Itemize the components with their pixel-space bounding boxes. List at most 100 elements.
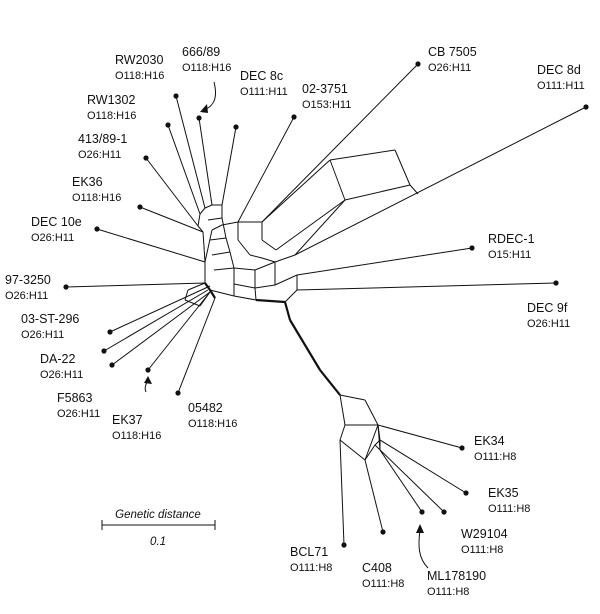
network-internal-edge bbox=[409, 184, 419, 195]
network-internal-edge bbox=[364, 424, 379, 461]
taxon-serotype-rw2030: O118:H16 bbox=[115, 70, 164, 82]
network-internal-edge bbox=[237, 239, 251, 256]
label-arrows bbox=[144, 81, 429, 569]
taxon-name-dec8d: DEC 8d bbox=[537, 63, 581, 77]
network-bold-edge bbox=[319, 369, 341, 396]
tip-node-ek36 bbox=[137, 204, 143, 210]
network-bold-edge bbox=[289, 319, 321, 371]
terminal-edge-c408 bbox=[364, 459, 384, 533]
network-internal-edge bbox=[213, 267, 235, 271]
network-internal-edge bbox=[207, 217, 223, 221]
terminal-edge-dec9f bbox=[296, 282, 557, 291]
terminal-edge-rw1302 bbox=[167, 124, 201, 215]
taxon-name-666-89: 666/89 bbox=[182, 45, 220, 59]
taxon-serotype-97-3250: O26:H11 bbox=[5, 290, 48, 302]
network-bold-edge bbox=[204, 282, 211, 291]
network-internal-edge bbox=[339, 439, 366, 461]
network-internal-edge bbox=[184, 289, 189, 301]
scale-bar: Genetic distance 0.1 bbox=[101, 509, 216, 548]
tip-node-dec8c bbox=[233, 124, 239, 130]
tip-node-bcl71 bbox=[341, 542, 347, 548]
taxon-tips bbox=[63, 61, 589, 548]
terminal-edge-ml178190 bbox=[379, 449, 423, 513]
tip-node-ml178190 bbox=[419, 509, 425, 515]
terminal-edge-dec8d bbox=[294, 106, 587, 256]
tip-node-ek35 bbox=[463, 490, 469, 496]
taxon-name-ek34: EK34 bbox=[474, 434, 505, 448]
network-internal-edge bbox=[339, 424, 346, 441]
tip-node-w29104 bbox=[441, 509, 447, 515]
taxon-name-97-3250: 97-3250 bbox=[5, 273, 51, 287]
taxon-serotype-dec9f: O26:H11 bbox=[527, 318, 570, 330]
tip-node-05482 bbox=[175, 390, 181, 396]
network-internal-edge bbox=[339, 394, 366, 401]
network-internal-edge bbox=[254, 287, 257, 301]
taxon-name-f5863: F5863 bbox=[57, 391, 92, 405]
network-internal-edge bbox=[329, 149, 396, 161]
network-internal-edge bbox=[329, 159, 346, 201]
terminal-edge-dec10e bbox=[96, 228, 206, 263]
taxon-serotype-dec8d: O111:H11 bbox=[537, 80, 585, 92]
network-internal-edge bbox=[284, 289, 298, 303]
network-internal-edge bbox=[211, 251, 231, 256]
network-internal-edge bbox=[261, 239, 277, 251]
taxon-serotype-dec8c: O111:H11 bbox=[240, 86, 288, 98]
terminal-edge-02-3751 bbox=[237, 116, 295, 223]
terminal-edge-413-89-1 bbox=[145, 157, 199, 227]
network-internal-edge bbox=[229, 251, 235, 269]
arrow-666-89-head bbox=[200, 104, 208, 113]
taxon-serotype-bcl71: O111:H8 bbox=[290, 562, 332, 574]
tip-node-666-89 bbox=[196, 115, 202, 121]
network-internal-edge bbox=[204, 204, 213, 209]
terminal-edge-ek35 bbox=[379, 439, 467, 494]
tip-node-413-89-1 bbox=[143, 155, 149, 161]
network-internal-edge bbox=[221, 221, 239, 226]
taxon-serotype-ek35: O111:H8 bbox=[488, 503, 530, 515]
terminal-edge-03-st-296 bbox=[109, 285, 211, 333]
taxon-name-ml178190: ML178190 bbox=[427, 569, 486, 583]
network-internal-edge bbox=[202, 231, 206, 263]
taxon-name-ek37: EK37 bbox=[112, 413, 143, 427]
tip-node-02-3751 bbox=[291, 114, 297, 120]
network-bold-edge bbox=[283, 301, 292, 321]
terminal-edge-97-3250 bbox=[65, 282, 206, 288]
tip-node-rw1302 bbox=[165, 122, 171, 128]
taxon-serotype-ek36: O118:H16 bbox=[72, 192, 121, 204]
taxon-serotype-c408: O111:H8 bbox=[362, 578, 404, 590]
taxon-serotype-ek34: O111:H8 bbox=[474, 451, 516, 463]
terminal-edge-da22 bbox=[103, 289, 209, 352]
terminal-edge-666-89 bbox=[198, 117, 213, 206]
network-internal-edge bbox=[209, 237, 227, 241]
network-internal-edge bbox=[221, 217, 227, 239]
taxon-serotype-dec10e: O26:H11 bbox=[31, 232, 74, 244]
network-internal-edge bbox=[275, 199, 346, 251]
taxon-name-ek35: EK35 bbox=[488, 486, 519, 500]
tip-node-97-3250 bbox=[63, 284, 69, 290]
terminal-edge-rdec1 bbox=[296, 247, 473, 276]
network-internal-edge bbox=[261, 159, 331, 223]
taxon-serotype-ml178190: O111:H8 bbox=[427, 586, 469, 598]
tip-node-ek34 bbox=[459, 445, 465, 451]
taxon-name-05482: 05482 bbox=[188, 401, 223, 415]
arrow-ml178190-head bbox=[416, 524, 424, 533]
network-internal-edge bbox=[233, 283, 256, 289]
tip-node-da22 bbox=[101, 348, 107, 354]
terminal-edge-f5863 bbox=[111, 291, 211, 366]
network-internal-edge bbox=[197, 213, 201, 227]
network-internal-edge bbox=[225, 237, 231, 253]
tip-node-c408 bbox=[380, 529, 386, 535]
tip-node-03-st-296 bbox=[107, 329, 113, 335]
taxon-name-ek36: EK36 bbox=[72, 175, 103, 189]
taxon-serotype-05482: O118:H16 bbox=[188, 418, 237, 430]
network-internal-edge bbox=[197, 225, 204, 233]
arrow-ml178190 bbox=[418, 529, 429, 569]
tip-node-rw2030 bbox=[173, 93, 179, 99]
terminal-edge-cb7505 bbox=[261, 63, 419, 223]
network-internal-edge bbox=[204, 229, 213, 263]
taxon-serotype-rdec1: O15:H11 bbox=[488, 249, 531, 261]
scale-bar-value: 0.1 bbox=[150, 536, 166, 548]
tip-node-ek37 bbox=[145, 367, 151, 373]
